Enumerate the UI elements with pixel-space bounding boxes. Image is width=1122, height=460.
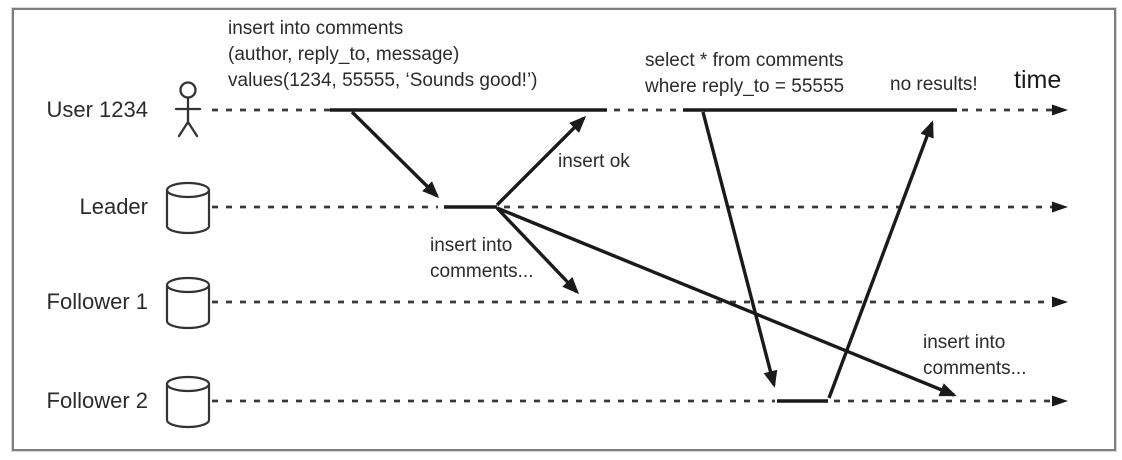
person-icon [174, 81, 202, 138]
user-lifeline [212, 104, 1068, 116]
label-line: comments... [923, 358, 1027, 379]
database-cylinder-icon [165, 276, 211, 330]
database-cylinder-icon [165, 181, 211, 235]
replicate-follower2-label: insert into comments... [923, 330, 1026, 382]
insert-query-label: insert into comments (author, reply_to, … [228, 16, 538, 94]
label-line: comments... [430, 261, 534, 282]
label-line: insert into comments [228, 18, 404, 39]
select-query-label: select * from comments where reply_to = … [645, 48, 844, 100]
label-line: (author, reply_to, message) [228, 44, 460, 65]
lifeline-end-arrow-icon [1052, 104, 1068, 116]
label-line: values(1234, 55555, ‘Sounds good!’) [228, 70, 538, 91]
figure-border [12, 8, 1116, 451]
leader-lifeline [212, 201, 1068, 213]
no-results-label: no results! [890, 74, 978, 95]
insert-ok-label: insert ok [558, 151, 630, 172]
follower1-lifeline [212, 296, 1068, 308]
actor-label-follower2: Follower 2 [46, 388, 148, 413]
select-query-arrow [701, 111, 778, 388]
lifeline-end-arrow-icon [1052, 395, 1068, 407]
insert-ok-arrow [495, 115, 587, 207]
lifeline-end-arrow-icon [1052, 296, 1068, 308]
label-line: insert into [923, 332, 1006, 353]
replicate-follower1-arrow [495, 206, 580, 295]
lifeline-end-arrow-icon [1052, 201, 1068, 213]
actor-label-follower1: Follower 1 [46, 289, 148, 314]
database-cylinder-icon [165, 375, 211, 429]
actor-label-leader: Leader [79, 194, 148, 219]
label-line: select * from comments [645, 50, 844, 71]
replicate-follower2-arrow [496, 206, 957, 397]
label-line: insert into [430, 235, 513, 256]
replicate-follower1-label: insert into comments... [430, 233, 533, 285]
no-results-arrow [827, 120, 934, 399]
actor-label-user: User 1234 [46, 97, 148, 122]
follower2-lifeline [212, 395, 1068, 407]
insert-query-arrow [350, 110, 440, 199]
label-line: where reply_to = 55555 [645, 76, 845, 97]
time-axis-label: time [1014, 66, 1062, 94]
